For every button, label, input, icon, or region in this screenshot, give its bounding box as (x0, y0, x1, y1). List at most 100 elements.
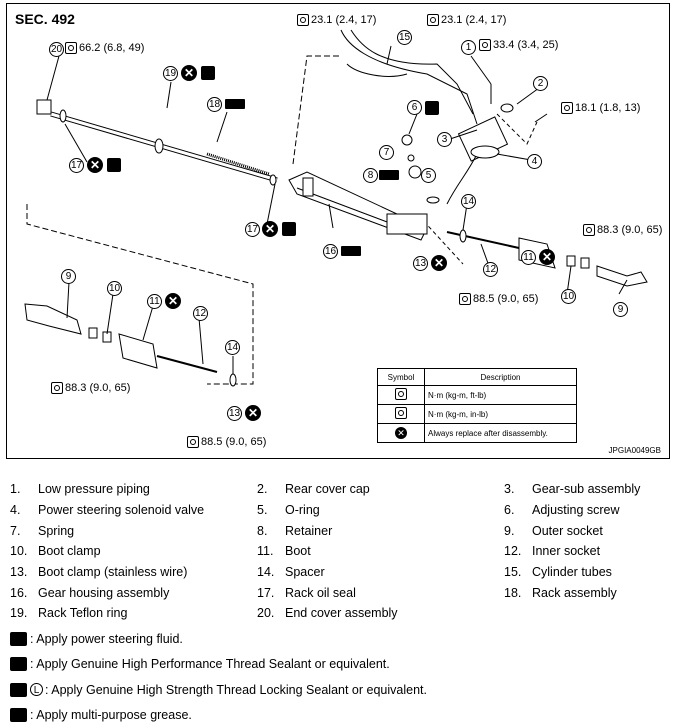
part-number: 12. (504, 544, 532, 558)
grease-icon (379, 170, 399, 180)
part-number: 8. (257, 524, 285, 538)
part-number: 17. (257, 586, 285, 600)
figure-code: JPGIA0049GB (609, 446, 661, 455)
replace-icon: ✕ (262, 221, 278, 237)
part-name: Boot clamp (38, 544, 101, 558)
callout-3: 3 (437, 132, 452, 147)
part-name: O-ring (285, 503, 320, 517)
callout-10b: 10 (561, 289, 576, 304)
replace-icon: ✕ (87, 157, 103, 173)
part-name: Low pressure piping (38, 482, 150, 496)
grease-icon (341, 246, 361, 256)
replace-icon: ✕ (165, 293, 181, 309)
callout-17a: 17 (69, 158, 84, 173)
part-item: 13.Boot clamp (stainless wire) (10, 565, 257, 579)
part-item: 17.Rack oil seal (257, 586, 504, 600)
part-number: 1. (10, 482, 38, 496)
part-name: End cover assembly (285, 606, 398, 620)
callout-11b: 11 (521, 250, 536, 265)
exploded-diagram: SEC. 492 66.2 (6.8, 49) 23.1 (2.4, 17) 2… (6, 3, 670, 459)
part-item: 7.Spring (10, 524, 257, 538)
legend-row-2: N·m (kg-m, in-lb) (425, 405, 577, 424)
part-number: 16. (10, 586, 38, 600)
torque-15a: 23.1 (2.4, 17) (297, 14, 376, 26)
part-name: Cylinder tubes (532, 565, 612, 579)
left-boot (119, 334, 157, 368)
legend-header-description: Description (425, 369, 577, 386)
note-locking: L: Apply Genuine High Strength Thread Lo… (10, 677, 427, 703)
torque-14-right: 88.5 (9.0, 65) (459, 293, 538, 305)
fluid-icon (10, 632, 27, 646)
callout-19: 19 (163, 66, 178, 81)
part-name: Rack Teflon ring (38, 606, 127, 620)
locking-icon: L (30, 683, 43, 696)
callout-17b: 17 (245, 222, 260, 237)
callout-18: 18 (207, 97, 222, 112)
part-name: Gear-sub assembly (532, 482, 640, 496)
part-number: 20. (257, 606, 285, 620)
part-name: Boot clamp (stainless wire) (38, 565, 187, 579)
notes: : Apply power steering fluid. : Apply Ge… (10, 626, 427, 728)
callout-9b: 9 (613, 302, 628, 317)
part-number: 3. (504, 482, 532, 496)
callout-12a: 12 (193, 306, 208, 321)
fluid-icon (107, 158, 121, 172)
torque-icon (427, 14, 439, 26)
sealant-icon (10, 657, 27, 671)
callout-13b: 13 (227, 406, 242, 421)
torque-14-left: 88.5 (9.0, 65) (187, 436, 266, 448)
part-number: 14. (257, 565, 285, 579)
solenoid-valve (471, 146, 499, 158)
note-grease: : Apply multi-purpose grease. (10, 703, 427, 728)
part-number: 2. (257, 482, 285, 496)
part-number: 7. (10, 524, 38, 538)
part-number: 11. (257, 544, 285, 558)
replace-icon: ✕ (539, 249, 555, 265)
torque-icon (187, 436, 199, 448)
callout-15: 15 (397, 30, 412, 45)
torque-ftlb-icon (395, 388, 407, 400)
replace-icon: ✕ (395, 427, 407, 439)
part-item: 3.Gear-sub assembly (504, 482, 674, 496)
callout-4: 4 (527, 154, 542, 169)
torque-1: 33.4 (3.4, 25) (479, 39, 558, 51)
legend-header-symbol: Symbol (378, 369, 425, 386)
part-number: 9. (504, 524, 532, 538)
part-number: 15. (504, 565, 532, 579)
torque-20: 66.2 (6.8, 49) (65, 42, 144, 54)
part-name: Retainer (285, 524, 332, 538)
part-name: Rack assembly (532, 586, 617, 600)
part-name: Spacer (285, 565, 325, 579)
callout-2: 2 (533, 76, 548, 91)
part-number: 13. (10, 565, 38, 579)
part-name: Spring (38, 524, 74, 538)
part-item: 14.Spacer (257, 565, 504, 579)
part-item: 1.Low pressure piping (10, 482, 257, 496)
part-name: Inner socket (532, 544, 600, 558)
part-name: Adjusting screw (532, 503, 620, 517)
part-name: Power steering solenoid valve (38, 503, 204, 517)
part-item: 11.Boot (257, 544, 504, 558)
callout-9a: 9 (61, 269, 76, 284)
part-item: 5.O-ring (257, 503, 504, 517)
part-number: 18. (504, 586, 532, 600)
callout-13a: 13 (413, 256, 428, 271)
part-item: 18.Rack assembly (504, 586, 674, 600)
part-name: Rear cover cap (285, 482, 370, 496)
part-name: Outer socket (532, 524, 603, 538)
legend-row-1: N·m (kg-m, ft-lb) (425, 386, 577, 405)
section-label: SEC. 492 (15, 11, 75, 27)
part-number: 10. (10, 544, 38, 558)
callout-11a: 11 (147, 294, 162, 309)
torque-icon (479, 39, 491, 51)
callout-8: 8 (363, 168, 378, 183)
torque-15b: 23.1 (2.4, 17) (427, 14, 506, 26)
rear-cover-cap (501, 104, 513, 112)
end-cover (37, 100, 51, 114)
